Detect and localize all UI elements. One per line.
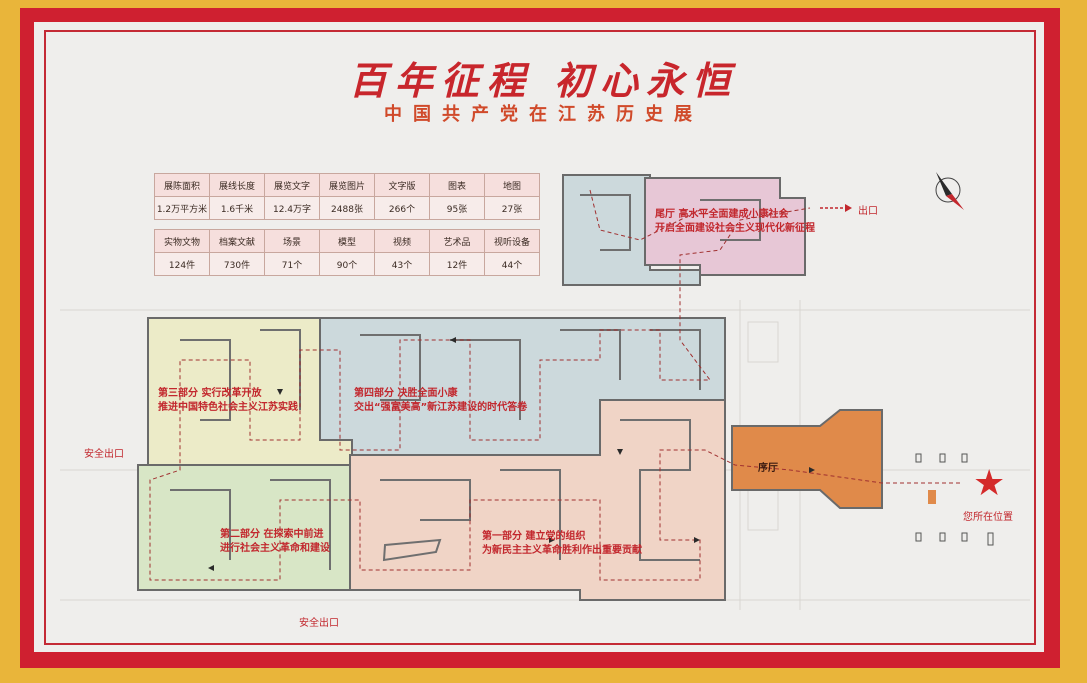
part4-line1: 第四部分 决胜全面小康 <box>354 388 458 399</box>
stat-value: 730件 <box>209 252 265 276</box>
part3-label: 第三部分 实行改革开放 推进中国特色社会主义江苏实践 <box>158 387 298 415</box>
zone-foyer <box>731 409 883 509</box>
stat-header: 艺术品 <box>429 229 485 253</box>
stat-value: 1.2万平方米 <box>154 196 210 220</box>
tail-hall-line1: 尾厅 高水平全面建成小康社会 <box>655 209 789 220</box>
page-title: 百年征程 初心永恒 <box>348 58 739 103</box>
stats-table-1: 展陈面积 展线长度 展览文字 展览图片 文字版 图表 地图 1.2万平方米 1.… <box>154 173 540 220</box>
stat-value: 124件 <box>154 252 210 276</box>
you-are-here-star-icon: ★ <box>973 463 1006 504</box>
safety-exit-bottom-label: 安全出口 <box>299 618 339 629</box>
part1-label: 第一部分 建立党的组织 为新民主主义革命胜利作出重要贡献 <box>482 530 642 558</box>
stat-value: 27张 <box>484 196 540 220</box>
stat-header: 展览文字 <box>264 173 320 197</box>
part2-label: 第二部分 在探索中前进 进行社会主义革命和建设 <box>220 528 330 556</box>
stat-value: 266个 <box>374 196 430 220</box>
stats-table-2: 实物文物 档案文献 场景 模型 视频 艺术品 视听设备 124件 730件 71… <box>154 229 540 276</box>
tail-hall-label: 尾厅 高水平全面建成小康社会 开启全面建设社会主义现代化新征程 <box>655 208 815 236</box>
stat-header: 展线长度 <box>209 173 265 197</box>
safety-exit-left-label: 安全出口 <box>84 449 124 460</box>
board-inner-border <box>44 30 1036 645</box>
stat-header: 图表 <box>429 173 485 197</box>
visitor-route <box>149 189 960 581</box>
page-subtitle: 中国共产党在江苏历史展 <box>384 104 703 125</box>
part3-line1: 第三部分 实行改革开放 <box>158 388 262 399</box>
stat-header: 展陈面积 <box>154 173 210 197</box>
stat-value: 71个 <box>264 252 320 276</box>
part1-line1: 第一部分 建立党的组织 <box>482 531 586 542</box>
stat-header: 视听设备 <box>484 229 540 253</box>
foyer-entry-marker <box>928 490 936 504</box>
part2-line1: 第二部分 在探索中前进 <box>220 529 324 540</box>
stat-value: 1.6千米 <box>209 196 265 220</box>
part1-line2: 为新民主主义革命胜利作出重要贡献 <box>482 545 642 556</box>
stat-header: 模型 <box>319 229 375 253</box>
part2-line2: 进行社会主义革命和建设 <box>220 543 330 554</box>
stat-value: 12件 <box>429 252 485 276</box>
compass-icon <box>935 172 964 210</box>
stat-value: 12.4万字 <box>264 196 320 220</box>
stat-value: 95张 <box>429 196 485 220</box>
foyer-label: 序厅 <box>758 463 778 474</box>
right-markers <box>915 453 994 546</box>
you-are-here-label: 您所在位置 <box>963 512 1013 523</box>
zone-tail-hall <box>644 177 806 276</box>
stat-header: 视频 <box>374 229 430 253</box>
stat-value: 44个 <box>484 252 540 276</box>
stat-header: 文字版 <box>374 173 430 197</box>
part4-line2: 交出“强富美高”新江苏建设的时代答卷 <box>354 402 528 413</box>
part4-label: 第四部分 决胜全面小康 交出“强富美高”新江苏建设的时代答卷 <box>354 387 527 415</box>
exit-arrowhead-icon <box>845 204 852 212</box>
stat-value: 43个 <box>374 252 430 276</box>
route-arrows <box>208 337 815 571</box>
stat-value: 90个 <box>319 252 375 276</box>
stat-header: 地图 <box>484 173 540 197</box>
tail-hall-line2: 开启全面建设社会主义现代化新征程 <box>655 223 815 234</box>
exit-label: 出口 <box>858 206 878 217</box>
stat-value: 2488张 <box>319 196 375 220</box>
part3-line2: 推进中国特色社会主义江苏实践 <box>158 402 298 413</box>
